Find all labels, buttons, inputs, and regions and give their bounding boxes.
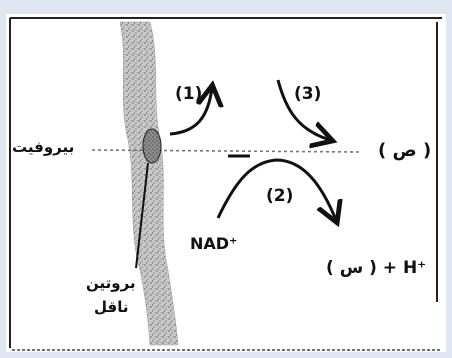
inner-panel bbox=[6, 14, 446, 352]
step3-label: (3) bbox=[294, 84, 322, 104]
arrow-icon-step3 bbox=[276, 79, 330, 140]
step2-label: (2) bbox=[266, 186, 294, 206]
pyruvate-label: بيروفيت bbox=[12, 138, 75, 156]
step1-label: (1) bbox=[175, 84, 203, 104]
carrier-protein-pointer bbox=[135, 162, 149, 269]
carrier-protein-icon bbox=[142, 128, 162, 164]
carrier-protein-label-line1: بروتين bbox=[86, 274, 136, 292]
nad-label: NAD⁺ bbox=[190, 234, 238, 253]
arrow-icon-step2 bbox=[216, 158, 336, 220]
product-p-label: ( ص ) bbox=[378, 140, 432, 161]
pyruvate-dashed-line bbox=[91, 149, 361, 153]
carrier-protein-label-line2: ناقل bbox=[94, 298, 129, 316]
product-s-label: ( س ) + H⁺ bbox=[326, 258, 427, 278]
arrow-icon-step1 bbox=[169, 88, 212, 136]
